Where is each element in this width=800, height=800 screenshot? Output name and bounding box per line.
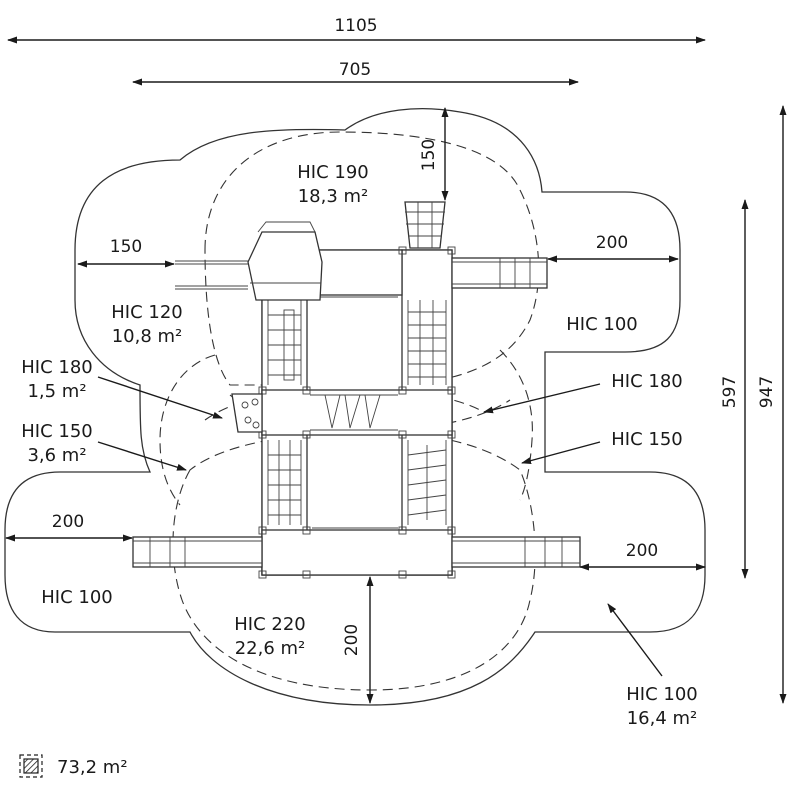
hic100-bottom-area: 16,4 m² xyxy=(627,708,698,729)
hic220-name: HIC 220 xyxy=(234,614,306,635)
play-structure xyxy=(132,201,581,579)
dim-150-top-label: 150 xyxy=(419,139,439,171)
hic120-name: HIC 120 xyxy=(111,302,183,323)
dim-1105-label: 1105 xyxy=(334,16,377,36)
hic180-right-name: HIC 180 xyxy=(611,371,683,392)
zone-hic150-right-dashed xyxy=(499,349,533,501)
hic150-right-name: HIC 150 xyxy=(611,429,683,450)
hic180-left-area: 1,5 m² xyxy=(27,381,86,402)
dim-200-left-lower-label: 200 xyxy=(52,512,84,532)
dim-150-left-label: 150 xyxy=(110,237,142,257)
hic100-bottom-name: HIC 100 xyxy=(626,684,698,705)
hic190-area: 18,3 m² xyxy=(298,186,369,207)
legend-total-area: 73,2 m² xyxy=(57,757,128,778)
hic120-area: 10,8 m² xyxy=(112,326,183,347)
hic150-left-pointer xyxy=(97,441,187,471)
dim-597-label: 597 xyxy=(720,376,740,408)
legend: 73,2 m² xyxy=(19,754,128,778)
zone-hic220-dashed xyxy=(172,431,536,691)
safety-zone-outline xyxy=(4,108,706,706)
zone-hic190-dashed xyxy=(204,131,540,386)
zone-hic150-left-dashed xyxy=(159,354,216,506)
hic150-right-pointer xyxy=(521,441,601,465)
hic100-bottom-pointer xyxy=(607,603,663,677)
hatched-square-icon xyxy=(19,754,43,778)
hic100-left-name: HIC 100 xyxy=(41,587,113,608)
dim-200-right-lower-label: 200 xyxy=(626,541,658,561)
dim-200-right-upper-label: 200 xyxy=(596,233,628,253)
hic100-right-name: HIC 100 xyxy=(566,314,638,335)
hic180-left-name: HIC 180 xyxy=(21,357,93,378)
hic150-left-area: 3,6 m² xyxy=(27,445,86,466)
dim-200-bottom-label: 200 xyxy=(342,624,362,656)
dim-947-label: 947 xyxy=(757,376,777,408)
hic180-right-pointer xyxy=(483,383,601,414)
hic190-name: HIC 190 xyxy=(297,162,369,183)
hic220-area: 22,6 m² xyxy=(235,638,306,659)
dim-705-label: 705 xyxy=(339,60,371,80)
hic180-left-pointer xyxy=(97,376,223,419)
hic150-left-name: HIC 150 xyxy=(21,421,93,442)
